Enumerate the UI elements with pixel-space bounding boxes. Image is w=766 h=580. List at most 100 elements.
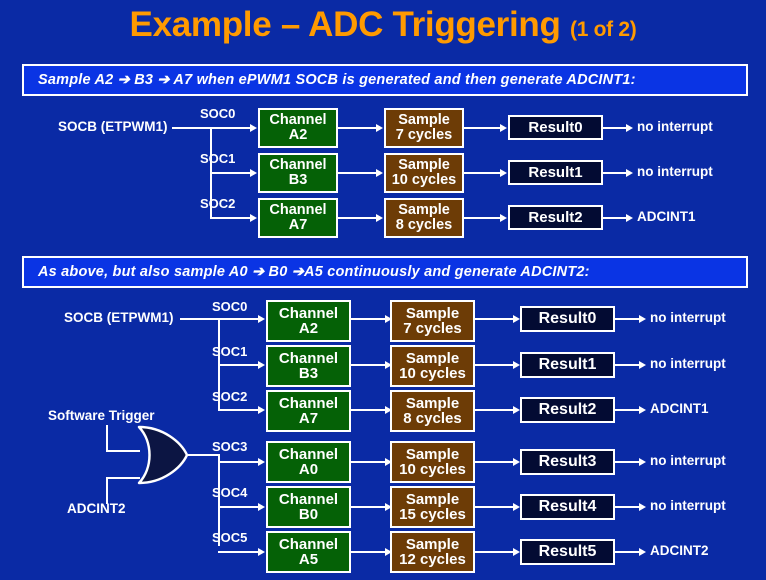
- section1-interrupt-label-0: no interrupt: [637, 119, 713, 134]
- section2-chan-sample-line-5: [351, 551, 387, 553]
- section2-result-int-line-4: [615, 506, 641, 508]
- section2-gate-input-bottom-label: ADCINT2: [67, 501, 126, 516]
- section1-chan-sample-arrow-1: [376, 168, 383, 177]
- section2-sample-result-arrow-5: [513, 547, 520, 556]
- section1-chan-sample-arrow-2: [376, 213, 383, 222]
- section2-sample-result-line-4: [475, 506, 515, 508]
- section1-soc-line-2: [210, 217, 252, 219]
- section2-channel-box-1: Channel B3: [266, 345, 351, 387]
- section2-sample-result-arrow-1: [513, 360, 520, 369]
- section2-banner-text: As above, but also sample A0 ➔ B0 ➔A5 co…: [38, 264, 590, 280]
- section2-soc-label-0: SOC0: [212, 299, 248, 314]
- channel-line2: A7: [288, 217, 308, 233]
- section2-chan-sample-line-4: [351, 506, 387, 508]
- section2-result-int-arrow-0: [639, 314, 646, 323]
- section2-soc-arrow-2: [258, 405, 265, 414]
- section2-sample-result-arrow-2: [513, 405, 520, 414]
- section1-result-int-arrow-2: [626, 213, 633, 222]
- or-gate-input-top-drop: [106, 425, 108, 452]
- section2-result-box-2: Result2: [520, 397, 615, 423]
- result-label: Result2: [528, 208, 583, 226]
- channel-line2: A0: [298, 461, 319, 478]
- section2-chan-sample-arrow-1: [385, 360, 392, 369]
- or-gate-input-bottom-drop: [106, 478, 108, 504]
- section1-sample-result-arrow-0: [500, 123, 507, 132]
- section1-interrupt-label-1: no interrupt: [637, 164, 713, 179]
- section2-soc-line-0: [218, 318, 260, 320]
- section2-interrupt-label-1: no interrupt: [650, 356, 726, 371]
- channel-line2: A7: [298, 410, 319, 427]
- section1-sample-result-arrow-2: [500, 213, 507, 222]
- section1-chan-sample-line-0: [338, 127, 378, 129]
- section2-soc-arrow-0: [258, 314, 265, 323]
- section1-sample-result-line-1: [464, 172, 502, 174]
- sample-line1: Sample: [405, 349, 460, 367]
- section2-sample-result-line-0: [475, 318, 515, 320]
- section2-soc-label-2: SOC2: [212, 389, 248, 404]
- section2-soc-arrow-5: [258, 547, 265, 556]
- section2-chan-sample-arrow-3: [385, 457, 392, 466]
- or-gate-input-bottom-line: [106, 477, 140, 479]
- section2-chan-sample-arrow-4: [385, 502, 392, 511]
- section2-gate-input-top-label: Software Trigger: [48, 408, 155, 423]
- channel-line1: Channel: [269, 157, 327, 174]
- section2-sample-box-0: Sample 7 cycles: [390, 300, 475, 342]
- section1-result-int-arrow-0: [626, 123, 633, 132]
- section2-result-box-1: Result1: [520, 352, 615, 378]
- result-label: Result0: [528, 118, 583, 136]
- section2-chan-sample-arrow-2: [385, 405, 392, 414]
- section2-channel-box-2: Channel A7: [266, 390, 351, 432]
- section2-result-int-line-0: [615, 318, 641, 320]
- page-title-subtitle: (1 of 2): [570, 18, 637, 41]
- section2-result-box-3: Result3: [520, 449, 615, 475]
- section1-soc-arrow-0: [250, 123, 257, 132]
- result-label: Result3: [538, 452, 597, 470]
- section1-interrupt-label-2: ADCINT1: [637, 209, 696, 224]
- section1-soc-label-2: SOC2: [200, 196, 236, 211]
- or-gate-icon: [137, 425, 189, 485]
- section2-result-int-line-3: [615, 461, 641, 463]
- sample-line2: 10 cycles: [391, 172, 457, 188]
- section2-channel-box-3: Channel A0: [266, 441, 351, 483]
- or-gate-input-top-line: [106, 450, 140, 452]
- section2-result-int-arrow-4: [639, 502, 646, 511]
- sample-line2: 8 cycles: [403, 410, 462, 427]
- section2-soc-line-1: [218, 364, 260, 366]
- section1-soc-label-1: SOC1: [200, 151, 236, 166]
- section2-sample-result-line-5: [475, 551, 515, 553]
- sample-line1: Sample: [405, 394, 460, 412]
- sample-line1: Sample: [405, 490, 460, 508]
- section2-soc-label-5: SOC5: [212, 530, 248, 545]
- section2-interrupt-label-3: no interrupt: [650, 453, 726, 468]
- section2-chan-sample-line-1: [351, 364, 387, 366]
- section1-sample-result-arrow-1: [500, 168, 507, 177]
- section1-sample-result-line-0: [464, 127, 502, 129]
- section1-channel-box-0: Channel A2: [258, 108, 338, 148]
- sample-line1: Sample: [398, 112, 450, 129]
- section2-interrupt-label-4: no interrupt: [650, 498, 726, 513]
- section1-sample-box-0: Sample 7 cycles: [384, 108, 464, 148]
- section2-soc-label-1: SOC1: [212, 344, 248, 359]
- section1-channel-box-1: Channel B3: [258, 153, 338, 193]
- section2-soc-line-2: [218, 409, 260, 411]
- section1-result-int-arrow-1: [626, 168, 633, 177]
- channel-line2: A2: [288, 127, 308, 143]
- section2-trunk-bus-bottom: [218, 454, 220, 546]
- channel-line1: Channel: [278, 535, 339, 553]
- section2-chan-sample-arrow-5: [385, 547, 392, 556]
- channel-line2: B0: [298, 506, 319, 523]
- section2-trigger-label: SOCB (ETPWM1): [64, 310, 174, 325]
- section2-soc-label-3: SOC3: [212, 439, 248, 454]
- sample-line1: Sample: [405, 304, 460, 322]
- section1-chan-sample-arrow-0: [376, 123, 383, 132]
- sample-line2: 10 cycles: [399, 365, 466, 382]
- sample-line1: Sample: [405, 535, 460, 553]
- channel-line2: B3: [298, 365, 319, 382]
- or-gate-output-line: [188, 454, 220, 456]
- section2-sample-result-arrow-0: [513, 314, 520, 323]
- section2-interrupt-label-2: ADCINT1: [650, 401, 709, 416]
- section2-result-int-arrow-3: [639, 457, 646, 466]
- section2-chan-sample-line-3: [351, 461, 387, 463]
- section2-sample-result-arrow-3: [513, 457, 520, 466]
- section1-result-int-line-0: [603, 127, 628, 129]
